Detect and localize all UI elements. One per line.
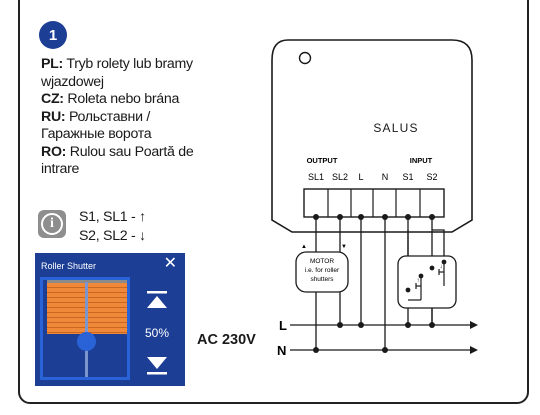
lang-text: Rulou sau Poartă de <box>69 143 194 160</box>
line-l-arrow-icon <box>470 321 478 329</box>
line-l-label: L <box>279 318 287 333</box>
device-body <box>271 39 473 233</box>
line-n-label: N <box>277 343 286 358</box>
switch-box <box>397 255 457 309</box>
output-label: OUTPUT <box>307 156 338 165</box>
junction-dots <box>313 214 435 353</box>
motor-desc: shutters <box>310 276 334 283</box>
legend-up-text: S1, SL1 - <box>79 209 140 225</box>
terminal-label: N <box>382 172 389 182</box>
svg-text:↓: ↓ <box>440 264 443 270</box>
legend-down-text: S2, SL2 - <box>79 228 140 244</box>
brand-logo: SALUS <box>373 121 418 135</box>
shutter-preview <box>40 277 130 380</box>
motor-up-arrow-icon: ▲ <box>301 244 307 250</box>
language-descriptions: PL: Tryb rolety lub bramy wjazdowej CZ: … <box>41 56 216 179</box>
terminal-label: S2 <box>426 172 437 182</box>
lang-code: RO: <box>41 143 67 160</box>
lang-cz: CZ: Roleta nebo brána <box>41 91 216 109</box>
lang-code: CZ: <box>41 91 64 107</box>
lang-ru: RU: Рольставни / <box>41 109 216 127</box>
supply-voltage-label: AC 230V <box>197 332 256 348</box>
close-down-button[interactable] <box>146 354 168 376</box>
info-icon: i <box>38 210 66 238</box>
mount-hole-icon <box>298 51 312 65</box>
motor-down-arrow-icon: ▼ <box>341 244 347 250</box>
position-slider-knob[interactable] <box>77 332 96 351</box>
switch-legend: S1, SL1 - ↑ S2, SL2 - ↓ <box>79 207 146 245</box>
step-number-badge: 1 <box>39 21 67 49</box>
panel-title: Roller Shutter <box>41 261 97 271</box>
lang-code: PL: <box>41 56 63 72</box>
svg-text:↑: ↑ <box>417 278 420 284</box>
terminal-label: SL1 <box>308 172 324 182</box>
input-label: INPUT <box>410 156 433 165</box>
lang-pl-cont: wjazdowej <box>41 73 104 90</box>
arrow-up-icon: ↑ <box>139 208 146 224</box>
lang-text: Roleta nebo brána <box>67 91 180 107</box>
lang-ro-cont: intrare <box>41 161 80 177</box>
line-n-arrow-icon <box>470 346 478 354</box>
position-percent: 50% <box>144 326 170 340</box>
legend-down: S2, SL2 - ↓ <box>79 226 146 245</box>
motor-label: MOTOR <box>310 258 334 265</box>
motor-box <box>295 251 349 293</box>
lang-text: Tryb rolety lub bramy <box>66 56 193 72</box>
lang-code: RU: <box>41 108 66 125</box>
legend-up: S1, SL1 - ↑ <box>79 207 146 226</box>
close-icon[interactable]: ✕ <box>163 255 177 272</box>
lang-text: Рольставни / <box>68 108 150 125</box>
terminal-block <box>303 188 445 218</box>
terminal-label: SL2 <box>332 172 348 182</box>
pushbutton-switch-icon <box>408 262 445 301</box>
arrow-down-icon: ↓ <box>139 227 146 243</box>
position-slider-track[interactable] <box>85 282 88 377</box>
open-up-button[interactable] <box>146 290 168 312</box>
lang-ro: RO: Rulou sau Poartă de <box>41 144 216 162</box>
terminal-label: S1 <box>402 172 413 182</box>
motor-desc: i.e. for roller <box>305 267 340 274</box>
lang-pl: PL: Tryb rolety lub bramy <box>41 56 216 74</box>
terminal-label: L <box>358 172 363 182</box>
roller-shutter-panel: Roller Shutter ✕ 50% <box>35 253 185 386</box>
lang-ru-cont: Гаражные ворота <box>41 126 152 142</box>
